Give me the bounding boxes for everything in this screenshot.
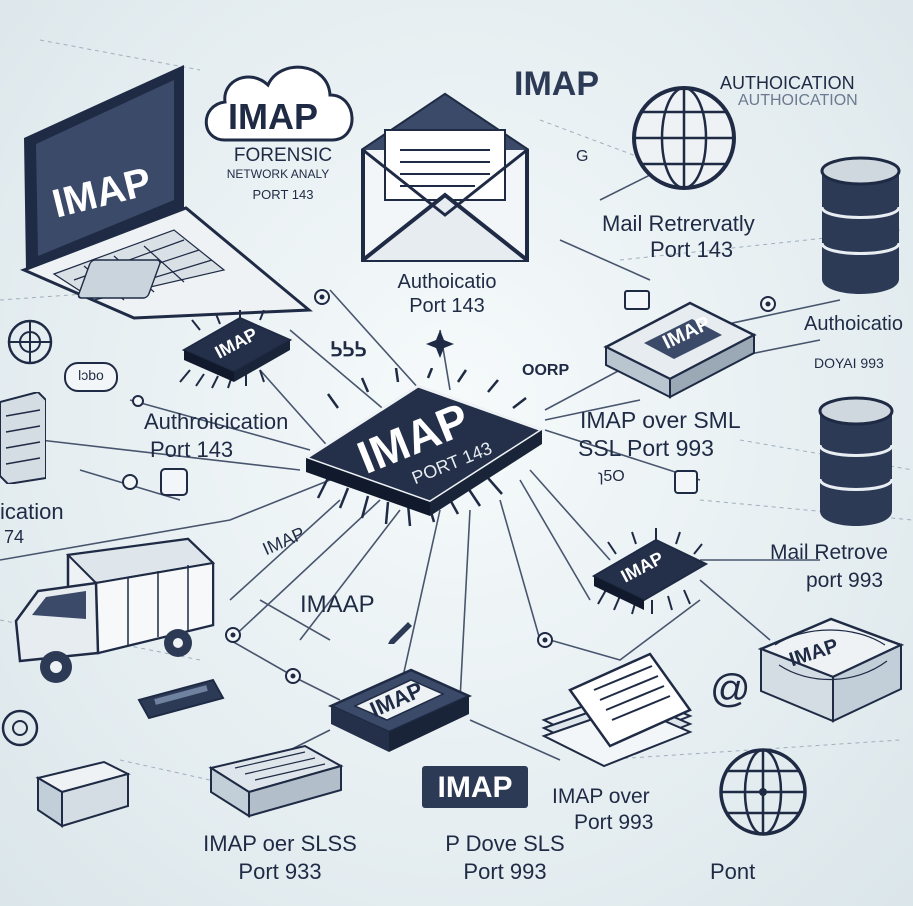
small-g-label: G (576, 148, 589, 165)
bottom-center-label-line2: Port 993 (463, 859, 547, 884)
hub-icon (757, 617, 905, 723)
small-square-node (160, 468, 188, 496)
bottom-left-label-line1: IMAP oer SLSS (203, 831, 357, 856)
small-chip-left: IMAP (170, 309, 300, 390)
small-tag-node (624, 290, 650, 310)
ication-left-line1: ication (0, 499, 64, 524)
bottom-device: IMAP (325, 662, 475, 757)
imap-badge-bottom-text: IMAP (437, 771, 513, 804)
authentication-top-line1: AUTHOICATION (720, 73, 855, 93)
forensic-line1: FORENSIC (233, 145, 333, 166)
doyar-right: DOYAI 993 (814, 355, 884, 371)
laptop: IMAP (14, 60, 314, 320)
header-imap: IMAP (514, 65, 599, 103)
cloud-text: IMAP (228, 96, 318, 137)
radar-left (6, 318, 54, 366)
chip-icon (591, 528, 709, 615)
imap-over-port-bottom-line1: IMAP over (552, 785, 650, 808)
imap-badge-bottom: IMAP (422, 766, 528, 808)
radar-icon (7, 319, 53, 365)
cloud-icon (204, 65, 354, 142)
mail-retrieval-top-line2: Port 143 (650, 237, 734, 262)
central-chip: IMAP PORT 143 (298, 367, 550, 528)
dots-label: ᕊᕊᕊ (330, 339, 367, 361)
radar-icon (1, 709, 39, 747)
envelope (355, 90, 535, 265)
ication-left-line2: 74 (4, 527, 25, 547)
mail-retrieval-top-line1: Mail Retrervatly (602, 211, 755, 236)
authoication-right: Authoicatio (804, 313, 903, 335)
auth-left-line2: Port 143 (150, 437, 234, 462)
server-left (0, 390, 47, 486)
radar-bottom-left (0, 708, 40, 748)
globe-top (628, 82, 740, 194)
envelope-icon (361, 92, 529, 262)
chip-right-lower: IMAP (590, 528, 710, 616)
database-right (816, 395, 896, 527)
globe-icon (719, 748, 807, 836)
imap-over-port-bottom-line2: Port 993 (574, 811, 654, 834)
router-icon (603, 301, 757, 399)
pen-icon (386, 616, 416, 646)
imap-over-ssl-right-line2: SSL Port 993 (578, 435, 714, 461)
bottom-left-label-line2: Port 933 (238, 859, 322, 884)
bottom-center-label-line1: P Dove SLS (445, 831, 565, 856)
truck-icon (14, 537, 216, 683)
auth-center-line2: Port 143 (409, 295, 485, 317)
chip-icon (179, 309, 293, 389)
box-icon (35, 760, 131, 828)
router-right: IMAP (600, 295, 760, 400)
bottom-right-label: Pont (710, 859, 756, 884)
database-icon (818, 396, 894, 526)
tag-icon (137, 678, 225, 720)
router-icon (327, 668, 473, 752)
server-box-right: IMAP (755, 605, 905, 725)
forensic-line3: PORT 143 (252, 187, 314, 202)
left-badge-text: lᴐbo (78, 367, 104, 383)
imap-over-ssl-right-line1: IMAP over SML (580, 407, 741, 433)
laptop-icon (20, 65, 313, 320)
globe-bottom (716, 745, 810, 839)
lsso-label: ɿ5O (598, 468, 625, 485)
authentication-top-line2: AUTHOICATION (738, 92, 858, 109)
central-chip-icon (302, 367, 546, 527)
drive-icon (208, 744, 344, 818)
auth-left-line1: Authroicication (144, 409, 289, 434)
oorp-label: OORP (522, 362, 570, 379)
cloud: IMAP (200, 60, 360, 150)
truck (8, 525, 218, 695)
server-icon (0, 390, 47, 486)
auth-center-line1: Authoicatio (397, 271, 497, 293)
tag-left (135, 676, 227, 720)
database-icon (820, 156, 901, 294)
imaap-label: IMAAP (300, 591, 375, 618)
documents-icon (541, 652, 693, 768)
left-badge: lᴐbo (64, 362, 118, 392)
database-top (818, 155, 903, 295)
documents (540, 650, 700, 770)
globe-icon (632, 86, 736, 190)
box-bottom-left (34, 758, 132, 828)
drive-bottom-left (205, 740, 345, 820)
forensic-line2: NETWORK ANALY (226, 167, 330, 181)
mail-retrieval-right-line2: port 993 (806, 569, 884, 592)
small-square-node-right (674, 470, 698, 494)
mail-retrieval-right-line1: Mail Retrove (770, 541, 888, 564)
at-symbol: @ (710, 667, 751, 711)
